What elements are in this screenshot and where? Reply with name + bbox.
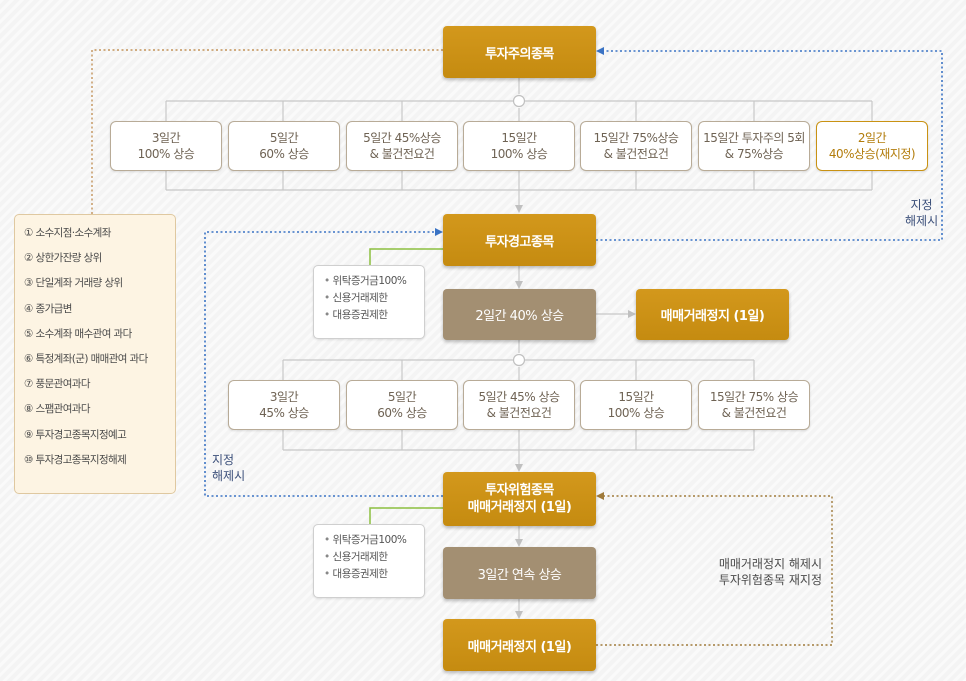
trading-halt-box: 매매거래정지 (1일) (636, 289, 789, 340)
criteria-box-5: 15일간 75%상승 & 불건전요건 (580, 121, 692, 171)
investment-caution-box: 투자주의종목 (443, 26, 596, 78)
release-label-line2: 해제시 (212, 469, 246, 483)
criteria-line2: & 불건전요건 (603, 147, 669, 161)
three-day-rise-label: 3일간 연속 상승 (477, 567, 562, 583)
criteria-line2: & 75%상승 (724, 147, 784, 161)
criteria-box-4: 15일간 100% 상승 (463, 121, 575, 171)
warning-restrictions-note: 위탁증거금100% 신용거래제한 대용증권제한 (313, 265, 425, 339)
criteria-line2: 60% 상승 (259, 147, 309, 161)
investment-risk-box: 투자위험종목 매매거래정지 (1일) (443, 472, 596, 526)
legend-item: ⑥ 특정계좌(군) 매매관여 과다 (24, 352, 148, 365)
criteria-line2: & 불건전요건 (486, 406, 552, 420)
criteria-line2: 100% 상승 (137, 147, 195, 161)
criteria-line2: 60% 상승 (377, 406, 427, 420)
restriction-item: 신용거래제한 (324, 549, 418, 566)
two-day-rise-box: 2일간 40% 상승 (443, 289, 596, 340)
investment-risk-line1: 투자위험종목 (485, 483, 554, 498)
risk-restrictions-note: 위탁증거금100% 신용거래제한 대용증권제한 (313, 524, 425, 598)
legend-item: ④ 종가급변 (24, 302, 72, 315)
criteria-line1: 5일간 (387, 390, 417, 404)
release-label-left: 지정 해제시 (212, 452, 245, 484)
halt-release-line1: 매매거래정지 해제시 (718, 557, 822, 571)
risk-criteria-box-2: 5일간 60% 상승 (346, 380, 458, 430)
criteria-line1: 2일간 (857, 131, 887, 145)
criteria-line2: 100% 상승 (490, 147, 548, 161)
criteria-line2: & 불건전요건 (369, 147, 435, 161)
criteria-box-6: 15일간 투자주의 5회 & 75%상승 (698, 121, 810, 171)
risk-criteria-box-4: 15일간 100% 상승 (580, 380, 692, 430)
release-label-line1: 지정 (212, 453, 235, 467)
legend-item: ⑩ 투자경고종목지정해제 (24, 453, 127, 466)
criteria-box-3: 5일간 45%상승 & 불건전요건 (346, 121, 458, 171)
legend-item: ⑧ 스팸관여과다 (24, 403, 91, 416)
restriction-item: 신용거래제한 (324, 290, 418, 307)
criteria-line1: 15일간 (618, 390, 654, 404)
investment-risk-line2: 매매거래정지 (1일) (467, 500, 572, 515)
criteria-line1: 15일간 75%상승 (593, 131, 679, 145)
criteria-line1: 15일간 75% 상승 (709, 390, 799, 404)
criteria-line2: 45% 상승 (259, 406, 309, 420)
restriction-item: 대용증권제한 (324, 307, 418, 324)
risk-criteria-box-3: 5일간 45% 상승 & 불건전요건 (463, 380, 575, 430)
two-day-rise-label: 2일간 40% 상승 (475, 309, 564, 324)
criteria-line1: 15일간 (501, 131, 537, 145)
restriction-item: 대용증권제한 (324, 566, 418, 583)
investment-warning-box: 투자경고종목 (443, 214, 596, 266)
investment-caution-label: 투자주의종목 (485, 46, 554, 62)
halt-release-label: 매매거래정지 해제시 투자위험종목 재지정 (700, 556, 822, 588)
restriction-item: 위탁증거금100% (324, 273, 418, 290)
release-label-line1: 지정 (910, 198, 933, 212)
investment-warning-label: 투자경고종목 (485, 234, 554, 250)
criteria-line1: 3일간 (151, 131, 181, 145)
criteria-line1: 3일간 (269, 390, 299, 404)
bottom-trading-halt-label: 매매거래정지 (1일) (467, 639, 572, 655)
criteria-box-2: 5일간 60% 상승 (228, 121, 340, 171)
criteria-legend: ① 소수지점·소수계좌 ② 상한가잔량 상위 ③ 단일계좌 거래량 상위 ④ 종… (14, 214, 176, 494)
criteria-line1: 5일간 45% 상승 (478, 390, 560, 404)
release-label-right: 지정 해제시 (905, 197, 938, 229)
legend-item: ⑤ 소수계좌 매수관여 과다 (24, 327, 132, 340)
three-day-rise-box: 3일간 연속 상승 (443, 547, 596, 599)
trading-halt-label: 매매거래정지 (1일) (660, 309, 765, 324)
legend-item: ⑨ 투자경고종목지정예고 (24, 428, 127, 441)
risk-criteria-box-5: 15일간 75% 상승 & 불건전요건 (698, 380, 810, 430)
risk-criteria-box-1: 3일간 45% 상승 (228, 380, 340, 430)
criteria-line2: & 불건전요건 (721, 406, 787, 420)
legend-item: ② 상한가잔량 상위 (24, 252, 102, 265)
halt-release-line2: 투자위험종목 재지정 (718, 573, 822, 587)
bottom-trading-halt-box: 매매거래정지 (1일) (443, 619, 596, 671)
criteria-box-1: 3일간 100% 상승 (110, 121, 222, 171)
restriction-item: 위탁증거금100% (324, 532, 418, 549)
criteria-line1: 5일간 45%상승 (363, 131, 441, 145)
criteria-line1: 15일간 투자주의 5회 (703, 131, 805, 145)
release-label-line2: 해제시 (905, 214, 939, 228)
legend-item: ⑦ 풍문관여과다 (24, 378, 91, 391)
criteria-line2: 100% 상승 (607, 406, 665, 420)
criteria-line2: 40%상승(재지정) (828, 147, 916, 161)
legend-item: ③ 단일계좌 거래량 상위 (24, 277, 123, 290)
criteria-line1: 5일간 (269, 131, 299, 145)
legend-item: ① 소수지점·소수계좌 (24, 227, 111, 239)
criteria-box-7-redesignation: 2일간 40%상승(재지정) (816, 121, 928, 171)
